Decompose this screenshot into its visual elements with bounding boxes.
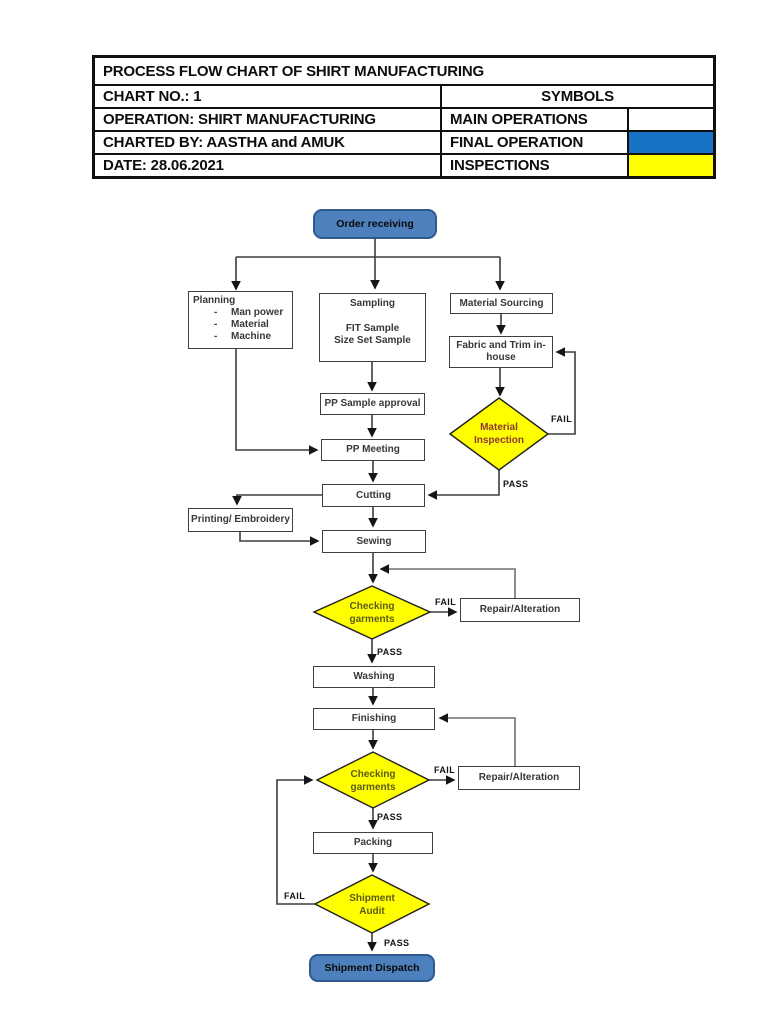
chart-number: CHART NO.: 1: [95, 84, 440, 107]
node-sampling: Sampling FIT Sample Size Set Sample: [319, 293, 426, 362]
fail-label-checking-2: FAIL: [434, 765, 456, 775]
checking-2-line2: garments: [350, 782, 396, 793]
shipment-audit-line2: Audit: [359, 906, 385, 917]
node-washing: Washing: [313, 666, 435, 688]
shipment-audit-diamond: [313, 874, 431, 934]
repair-alteration-label: Repair/Alteration: [479, 604, 561, 615]
material-inspection-line1: Material: [480, 422, 518, 433]
symbols-heading: SYMBOLS: [440, 84, 713, 107]
checking-garments-2-label: Checking garments: [321, 768, 425, 794]
sewing-label: Sewing: [356, 535, 392, 547]
legend-swatch-main-operations: [627, 107, 713, 130]
inspections-color: [629, 155, 713, 176]
planning-item-label: Machine: [231, 331, 272, 342]
connector-group: [231, 239, 576, 952]
shipment-dispatch-label: Shipment Dispatch: [324, 961, 420, 974]
finishing-label: Finishing: [351, 713, 397, 724]
packing-label: Packing: [353, 837, 393, 848]
node-order-receiving: Order receiving: [313, 209, 437, 239]
bullet-dash: -: [214, 319, 218, 330]
node-printing-embroidery: Printing/ Embroidery: [188, 508, 293, 532]
charted-by-field: CHARTED BY: AASTHA and AMUK: [95, 130, 440, 153]
node-pp-sample-approval: PP Sample approval: [320, 393, 425, 415]
bullet-dash: -: [214, 331, 218, 342]
operation-field: OPERATION: SHIRT MANUFACTURING: [95, 107, 440, 130]
node-shipment-dispatch: Shipment Dispatch: [309, 954, 435, 982]
legend-label-main-operations: MAIN OPERATIONS: [440, 107, 627, 130]
shipment-audit-label: Shipment Audit: [320, 892, 424, 918]
node-repair-alteration-1: Repair/Alteration: [460, 598, 580, 622]
legend-label-inspections: INSPECTIONS: [440, 153, 627, 176]
planning-title: Planning: [193, 295, 236, 306]
legend-swatch-final-operation: [627, 130, 713, 153]
sampling-line: Size Set Sample: [334, 335, 411, 346]
decision-diamonds: [312, 397, 550, 934]
printing-embroidery-label: Printing/ Embroidery: [191, 514, 290, 525]
pass-label-material-inspection: PASS: [503, 479, 529, 489]
fabric-trim-label: Fabric and Trim in-house: [456, 340, 546, 363]
repair-alteration-label: Repair/Alteration: [478, 772, 560, 783]
date-field: DATE: 28.06.2021: [95, 153, 440, 176]
chart-title: PROCESS FLOW CHART OF SHIRT MANUFACTURIN…: [103, 62, 484, 80]
fail-label-checking-1: FAIL: [435, 597, 457, 607]
fail-label-material-inspection: FAIL: [551, 414, 573, 424]
node-cutting: Cutting: [322, 484, 425, 507]
pp-sample-approval-label: PP Sample approval: [324, 398, 421, 409]
material-inspection-label: Material Inspection: [447, 421, 551, 447]
node-repair-alteration-2: Repair/Alteration: [458, 766, 580, 790]
pass-label-checking-2: PASS: [377, 812, 403, 822]
node-fabric-trim-in-house: Fabric and Trim in-house: [449, 336, 553, 368]
checking-garments-1-label: Checking garments: [320, 600, 424, 626]
node-material-sourcing: Material Sourcing: [450, 293, 553, 314]
legend-swatch-inspections: [627, 153, 713, 176]
planning-item: - Man power: [193, 307, 288, 319]
checking-1-line2: garments: [349, 614, 395, 625]
planning-item-label: Material: [231, 319, 269, 330]
cutting-label: Cutting: [356, 489, 391, 501]
shipment-audit-line1: Shipment: [349, 893, 395, 904]
node-finishing: Finishing: [313, 708, 435, 730]
final-operation-color: [629, 132, 713, 153]
planning-item: - Material: [193, 319, 288, 331]
pass-label-shipment-audit: PASS: [384, 938, 410, 948]
planning-item-label: Man power: [231, 307, 284, 318]
node-pp-meeting: PP Meeting: [321, 439, 425, 461]
order-receiving-label: Order receiving: [336, 217, 414, 230]
material-sourcing-label: Material Sourcing: [459, 297, 544, 309]
legend-label-final-operation: FINAL OPERATION: [440, 130, 627, 153]
sampling-line: FIT Sample: [345, 323, 400, 334]
node-planning: Planning - Man power - Material - Machin…: [188, 291, 293, 349]
checking-2-line1: Checking: [350, 769, 396, 780]
washing-label: Washing: [353, 671, 395, 682]
pp-meeting-label: PP Meeting: [346, 444, 400, 455]
pass-label-checking-1: PASS: [377, 647, 403, 657]
bullet-dash: -: [214, 307, 218, 318]
material-inspection-diamond: [448, 397, 550, 471]
checking-garments-1-diamond: [312, 585, 432, 640]
fail-label-shipment-audit: FAIL: [284, 891, 306, 901]
chart-header-table: PROCESS FLOW CHART OF SHIRT MANUFACTURIN…: [92, 55, 716, 179]
planning-item: - Machine: [193, 331, 288, 343]
main-operations-color: [629, 109, 713, 130]
node-sewing: Sewing: [322, 530, 426, 553]
sampling-title: Sampling: [349, 298, 395, 309]
checking-1-line1: Checking: [349, 601, 395, 612]
material-inspection-line2: Inspection: [473, 435, 524, 446]
checking-garments-2-diamond: [315, 751, 431, 809]
node-packing: Packing: [313, 832, 433, 854]
